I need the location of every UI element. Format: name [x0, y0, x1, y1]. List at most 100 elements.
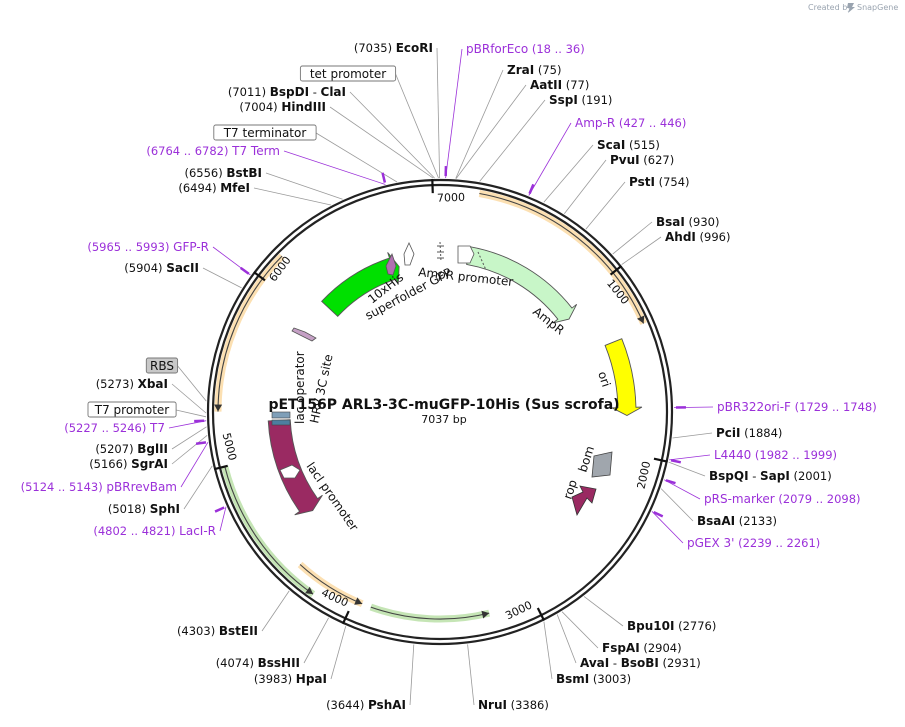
site-label-psti: PstI (754): [629, 175, 690, 189]
primer-name: pGEX 3': [687, 536, 734, 550]
cut-position: (5207): [95, 442, 133, 456]
label-box: [87, 401, 177, 418]
site-label-zrai: ZraI (75): [507, 63, 561, 77]
orf-arc-1: [214, 253, 285, 412]
leader-line: [556, 614, 577, 664]
orf-arc-line: [479, 192, 645, 324]
snapgene-logo: SnapGene: [847, 3, 898, 13]
label-lac-operator: lac operator: [293, 351, 307, 424]
site-label-nrui: NruI (3386): [478, 698, 549, 712]
primer-name: pBRrevBam: [106, 480, 177, 494]
enzyme-name: AvaI: [580, 656, 609, 670]
enzyme-name: PciI: [716, 426, 741, 440]
leader-line: [445, 48, 463, 179]
ampr-promoter-arrow: [457, 245, 475, 264]
label-ori: ori: [595, 370, 613, 389]
orf-arc-arrowhead: [637, 315, 645, 324]
leader-line: [543, 144, 594, 203]
orf-arc-2: [478, 190, 647, 325]
enzyme-name: BssHII: [258, 656, 300, 670]
tick-label: 5000: [220, 432, 239, 462]
tet-promoter-arrow: [403, 242, 415, 266]
site-label-bspqi-sapi: BspQI - SapI (2001): [709, 469, 832, 483]
orf-arc-arrowhead: [305, 586, 314, 595]
primer-name: Amp-R: [575, 116, 615, 130]
primer-name: LacI-R: [179, 524, 216, 538]
laci-promoter-arrow: [279, 464, 301, 479]
orf-arc-3: [221, 465, 316, 598]
enzyme-name: NruI: [478, 698, 507, 712]
primer-range: (4802 .. 4821): [93, 524, 175, 538]
cut-position: (627): [643, 153, 674, 167]
feature-arrow-shape: [321, 252, 400, 317]
terminator-marker: [437, 241, 444, 263]
enzyme-name: ScaI: [597, 138, 625, 152]
leader-lines: [168, 47, 714, 706]
leader-line: [436, 47, 440, 179]
label-hrv-3c-site: HRV 3C site: [307, 353, 335, 425]
orf-arc-line: [370, 606, 490, 620]
enzyme-name: EcoRI: [396, 41, 433, 55]
cut-position: (754): [659, 175, 690, 189]
primer-label-pbr322ori-f: pBR322ori-F (1729 .. 1748): [717, 400, 877, 414]
cut-position: (930): [689, 215, 720, 229]
enzyme-name: FspAI: [602, 641, 640, 655]
leader-line: [303, 617, 329, 664]
leader-line: [349, 91, 435, 179]
leader-line: [265, 172, 343, 200]
cut-position: (5018): [108, 502, 146, 516]
leader-line: [180, 441, 209, 488]
separator: -: [749, 469, 760, 483]
enzyme-name: HpaI: [296, 672, 327, 686]
site-label-bsshii: (4074) BssHII: [216, 656, 300, 670]
feature-ori: [604, 338, 643, 416]
leader-line: [183, 465, 213, 510]
leader-line: [202, 267, 242, 289]
tick-mark: [213, 464, 228, 471]
scale-tick-2000: 2000: [635, 457, 668, 490]
primer-marker: [239, 266, 250, 275]
separator: -: [309, 85, 320, 99]
leader-line: [330, 626, 347, 680]
cut-position: (7035): [354, 41, 392, 55]
primer-range: (5965 .. 5993): [87, 240, 169, 254]
tick-mark: [653, 457, 668, 463]
site-label-bsteii: (4303) BstEII: [177, 624, 258, 638]
orf-arc-line: [217, 255, 283, 412]
primer-marker: [670, 459, 682, 464]
enzyme-name: BsoBI: [621, 656, 659, 670]
primer-label-pbrrevbam: (5124 .. 5143) pBRrevBam: [21, 480, 177, 494]
cut-position: (5904): [124, 261, 162, 275]
site-label-fspai: FspAI (2904): [602, 641, 682, 655]
leader-line: [395, 73, 439, 179]
leader-line: [583, 596, 624, 627]
plasmid-name: pET156P ARL3-3C-muGFP-10His (Sus scrofa): [268, 397, 619, 413]
site-label-pcii: PciI (1884): [716, 426, 782, 440]
leader-line: [668, 461, 706, 477]
leader-line: [672, 432, 713, 439]
boxed-label-t7-promoter: T7 promoter: [87, 401, 177, 418]
primer-label-gfp-r: (5965 .. 5993) GFP-R: [87, 240, 209, 254]
primer-range: (6764 .. 6782): [146, 144, 228, 158]
cut-position: (191): [582, 93, 613, 107]
enzyme-name: SphI: [150, 502, 180, 516]
primer-range: (5227 .. 5246): [64, 421, 146, 435]
site-label-bsai: BsaI (930): [656, 215, 719, 229]
primer-range: (2239 .. 2261): [738, 536, 820, 550]
boxed-label-text: T7 promoter: [94, 403, 170, 417]
leader-line: [660, 488, 694, 522]
tick-mark: [253, 271, 266, 282]
backbone-outer-strand: [206, 178, 674, 646]
primer-range: (427 .. 446): [619, 116, 687, 130]
enzyme-name: BstEII: [219, 624, 258, 638]
orf-arc-arrowhead: [354, 597, 363, 605]
ampr-signal-marker: [477, 251, 487, 271]
label-laci: lacI: [323, 523, 348, 547]
cut-position: (996): [700, 230, 731, 244]
cut-position: (2001): [793, 469, 831, 483]
boxed-label-text: tet promoter: [310, 67, 386, 81]
tick-mark: [536, 607, 546, 621]
enzyme-name: SspI: [549, 93, 578, 107]
boxed-label-rbs: RBS: [145, 357, 179, 374]
